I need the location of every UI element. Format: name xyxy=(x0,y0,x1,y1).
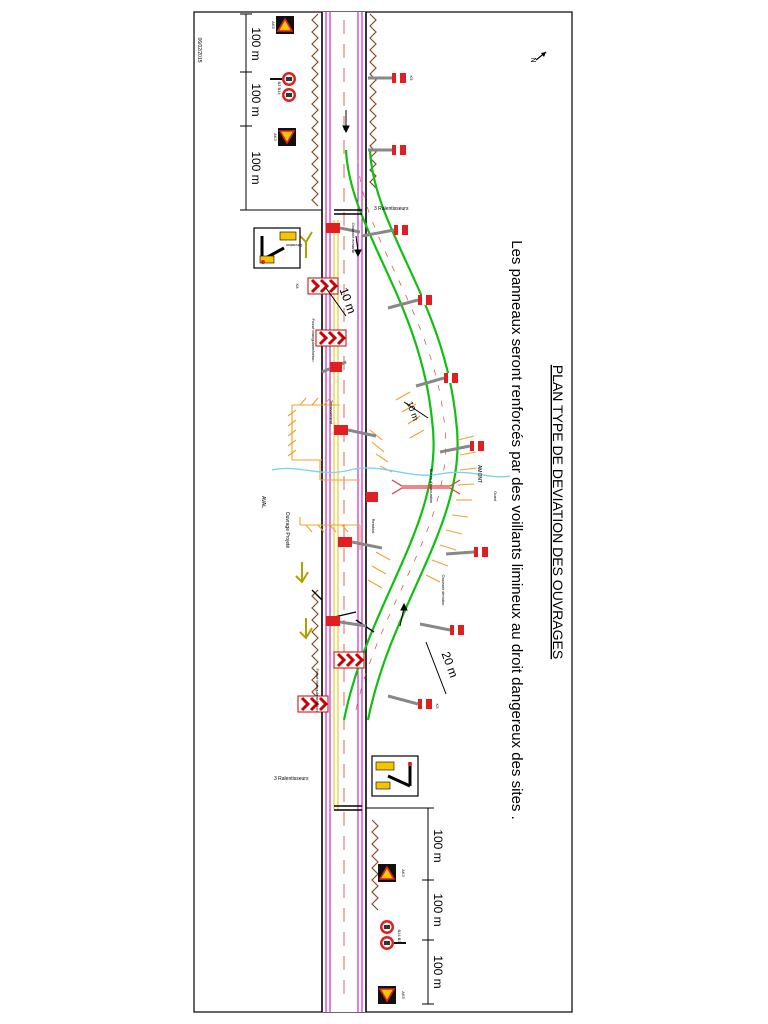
plan-note: Les panneaux seront renforcés par des vo… xyxy=(508,240,525,820)
label-aval: AVAL xyxy=(260,496,266,508)
sign-ak3-top xyxy=(278,128,296,146)
sign-b14-top xyxy=(282,88,296,102)
sign-label-jalon: K5 xyxy=(435,704,440,710)
label-terrassement: Terrassement xyxy=(329,400,334,425)
sign-label-ak3-bottom: AK3 xyxy=(401,869,406,877)
dim-left-3: 100 m xyxy=(249,151,263,184)
chevron-boards xyxy=(297,277,365,713)
deviation-panel-top xyxy=(253,227,301,269)
sheet-frame xyxy=(193,11,573,1013)
chevron-board-k8 xyxy=(315,329,347,347)
chevron-board-k8 xyxy=(297,695,329,713)
sign-label-ak5-bottom: AK5 xyxy=(401,991,406,999)
dim-left-2: 100 m xyxy=(249,83,263,116)
plan-title: PLAN TYPE DE DEVIATION DES OUVRAGES xyxy=(550,365,566,659)
dim-right-1: 100 m xyxy=(431,829,445,862)
sign-label-ak5-top: AK5 xyxy=(271,21,276,29)
sign-ak3-bottom xyxy=(378,864,396,882)
oued-stream xyxy=(271,467,511,478)
beacon xyxy=(334,425,377,438)
sign-b3-bottom xyxy=(380,936,406,950)
beacon xyxy=(368,145,406,155)
beacon xyxy=(326,223,361,234)
deviation-panel-bottom xyxy=(371,755,419,797)
north-arrow-icon xyxy=(535,51,547,61)
beacon xyxy=(361,225,408,238)
north-label: N xyxy=(529,57,536,62)
sign-ak5-top xyxy=(276,16,294,34)
sign-label-b14-b3-bottom: B14 B3 xyxy=(397,929,402,943)
plan-date: 06/02/2015 xyxy=(196,37,202,62)
beacon xyxy=(338,537,383,550)
sign-b14-bottom xyxy=(380,920,394,934)
label-remblai: Remblai xyxy=(371,519,376,534)
label-ralentisseurs-bottom: 3 Ralentisseurs xyxy=(274,776,309,782)
chevron-board-k8 xyxy=(307,277,339,295)
sign-label-ak3-top: AK3 xyxy=(273,133,278,141)
beacon xyxy=(326,616,367,628)
beacon xyxy=(419,622,464,635)
beacon xyxy=(439,441,484,454)
sign-ak5-bottom xyxy=(378,986,396,1004)
label-chaussee-existante: Chaussée existante xyxy=(351,223,355,254)
beacons xyxy=(321,73,488,709)
sign-label-k8: K8 xyxy=(295,284,300,290)
label-buses: Buses d'évacuation xyxy=(429,469,434,504)
verge-arrows xyxy=(295,231,313,640)
label-fosse-2: Fossé triangulaire/béton xyxy=(315,669,320,712)
bend-dimensions xyxy=(325,287,447,695)
traffic-arrows xyxy=(342,110,408,627)
label-ouvrage-projete: Ouvrage Projeté xyxy=(284,512,290,549)
sign-label-b3-b14-top: B3 B14 xyxy=(277,81,282,95)
culvert xyxy=(391,479,461,495)
beacon xyxy=(387,694,432,709)
label-chaussee-deviation: Chaussée déviation xyxy=(441,575,445,606)
beacon xyxy=(321,360,347,374)
dim-right-2: 100 m xyxy=(431,893,445,926)
dim-left-1: 100 m xyxy=(249,27,263,60)
chevron-board-k8 xyxy=(333,651,365,669)
earthworks-hatching xyxy=(287,391,477,589)
dimension-chain-right xyxy=(366,807,434,1005)
beacon xyxy=(387,295,432,310)
label-amont: AMONT xyxy=(476,465,482,483)
label-fosse-1: Fossé triangulaire/béton xyxy=(311,319,316,362)
label-ralentisseurs-top: 3 Ralentisseurs xyxy=(374,206,409,212)
beacon xyxy=(415,373,458,388)
existing-road xyxy=(321,12,367,1012)
beacon xyxy=(445,547,488,557)
beacon xyxy=(368,73,406,83)
label-oued: Oued xyxy=(493,491,498,501)
sign-b3-top xyxy=(270,72,296,86)
panel-text-deviation: Déviation xyxy=(286,243,303,248)
dim-right-3: 100 m xyxy=(431,955,445,988)
dimension-chain-left xyxy=(240,13,322,211)
beacon xyxy=(365,492,379,502)
sign-label-k5: K5 xyxy=(409,76,414,82)
